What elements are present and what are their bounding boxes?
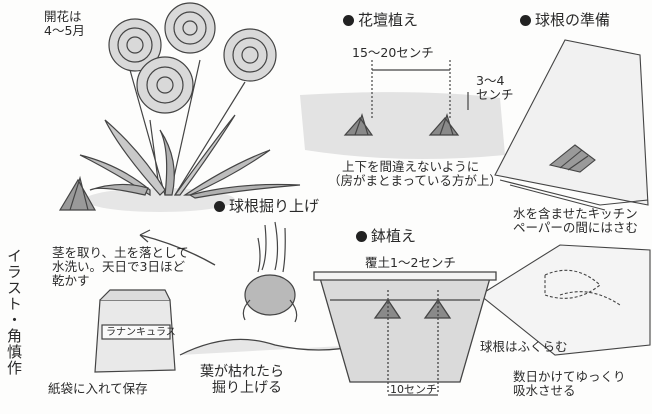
dig-heading-label: 球根掘り上げ (229, 197, 320, 215)
prep-note: 水を含ませたキッチン ペーパーの間にはさむ (513, 207, 638, 235)
bullet-icon (214, 200, 225, 212)
paper-bag-illustration (94, 289, 176, 373)
pot-spacing-label: 10センチ (390, 383, 437, 396)
garden-heading: 花壇植え (343, 12, 418, 28)
flower-note-line1: 開花は (44, 9, 82, 24)
bag-label: ラナンキュラス (106, 327, 176, 338)
bullet-icon (520, 14, 531, 26)
prep-swell-label: 球根はふくらむ (480, 339, 568, 354)
pot-cover-label: 覆土1～2センチ (365, 255, 456, 270)
pot-illustration (313, 271, 497, 396)
dig-wash-line1: 茎を取り、土を落として (52, 245, 189, 260)
dug-bulb-illustration (58, 175, 361, 356)
prep-heading-label: 球根の準備 (535, 11, 611, 29)
dig-heading: 球根掘り上げ (214, 198, 319, 214)
flower-note-line2: 4～5月 (44, 23, 85, 38)
garden-heading-label: 花壇植え (358, 11, 419, 29)
garden-depth-label: 3～4 センチ (476, 74, 514, 102)
dig-wilt-line1: 葉が枯れたら (200, 364, 284, 380)
credit-label: イラスト・角慎作 (5, 248, 23, 376)
paper-towel-illustration (479, 39, 651, 356)
garden-bed-illustration (300, 60, 505, 159)
prep-note2: 数日かけてゆっくり 吸水させる (513, 370, 626, 398)
dig-wilt-note: 葉が枯れたら 掘り上げる (200, 364, 284, 396)
garden-depth-line2: センチ (476, 87, 514, 102)
dig-wash-line2: 水洗い。天日で3日ほど (52, 259, 185, 274)
dig-wash-note: 茎を取り、土を落として 水洗い。天日で3日ほど 乾かす (52, 246, 189, 288)
bullet-icon (343, 14, 354, 26)
bullet-icon (356, 230, 367, 242)
garden-spacing-label: 15～20センチ (352, 45, 434, 60)
garden-note: 上下を間違えないように （房がまとまっている方が上） (328, 159, 502, 188)
prep-heading: 球根の準備 (520, 12, 610, 28)
pot-heading: 鉢植え (356, 228, 416, 244)
dig-wilt-line2: 掘り上げる (212, 380, 282, 396)
prep-note2-line2: 吸水させる (513, 383, 576, 398)
prep-note2-line1: 数日かけてゆっくり (513, 369, 626, 384)
pot-heading-label: 鉢植え (371, 227, 417, 245)
garden-note-line1: 上下を間違えないように (342, 159, 480, 174)
dig-store-label: 紙袋に入れて保存 (48, 381, 148, 396)
prep-note-line2: ペーパーの間にはさむ (513, 220, 638, 235)
prep-note-line1: 水を含ませたキッチン (513, 206, 638, 221)
dig-wash-line3: 乾かす (52, 273, 90, 288)
garden-note-line2: （房がまとまっている方が上） (328, 173, 502, 188)
flower-note: 開花は 4～5月 (44, 10, 85, 38)
ranunculus-plant-illustration (79, 2, 301, 212)
garden-depth-line1: 3～4 (476, 73, 505, 88)
